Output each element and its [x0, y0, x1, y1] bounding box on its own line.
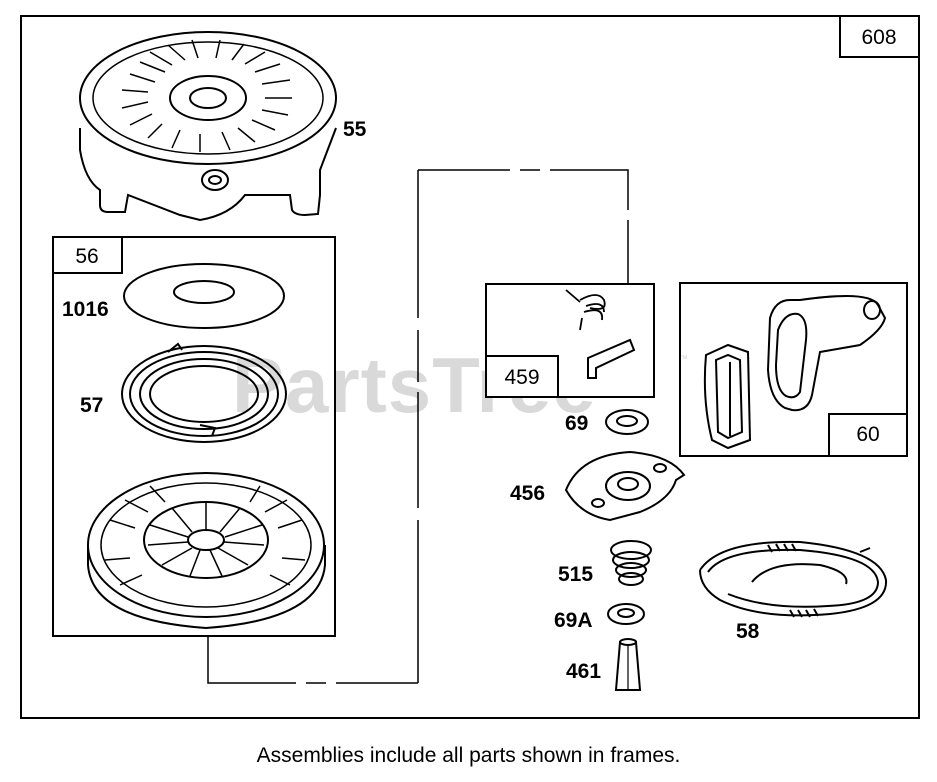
retainer-456	[564, 450, 686, 522]
spring-515	[610, 540, 652, 586]
frame-56-label: 56	[75, 245, 98, 268]
starter-pulley	[87, 472, 326, 630]
assembly-number-box	[839, 15, 920, 58]
part-label-456: 456	[510, 482, 545, 505]
frame-56	[52, 236, 336, 637]
part-label-461: 461	[566, 660, 601, 683]
part-label-515: 515	[558, 563, 593, 586]
starter-handle	[766, 295, 887, 412]
frame-56-label-box	[52, 236, 123, 274]
part-label-57: 57	[80, 394, 103, 417]
watermark-tm: ™	[678, 354, 688, 365]
assembly-number: 608	[861, 26, 896, 49]
starter-rope	[699, 540, 888, 618]
part-label-69: 69	[565, 412, 588, 435]
pin-461	[614, 638, 642, 691]
frame-459-label: 459	[504, 366, 539, 389]
outer-frame	[20, 15, 920, 719]
part-label-55: 55	[343, 118, 367, 141]
frame-60-label: 60	[856, 423, 879, 446]
part-label-1016: 1016	[62, 298, 109, 321]
handle-insert	[703, 343, 752, 450]
washer-69a	[607, 603, 645, 625]
starter-housing	[79, 31, 337, 222]
washer-69	[605, 409, 649, 435]
part-label-58: 58	[736, 620, 760, 643]
pawl	[587, 338, 636, 379]
caption: Assemblies include all parts shown in fr…	[256, 744, 681, 767]
frame-459-label-box	[485, 355, 559, 398]
frame-60	[679, 282, 908, 457]
pawl-spring	[565, 289, 606, 331]
frame-60-label-box	[828, 413, 908, 457]
recoil-spring	[121, 342, 287, 443]
spring-cover-plate	[123, 263, 285, 329]
part-label-69a: 69A	[554, 609, 593, 632]
connector-lines	[207, 169, 629, 684]
